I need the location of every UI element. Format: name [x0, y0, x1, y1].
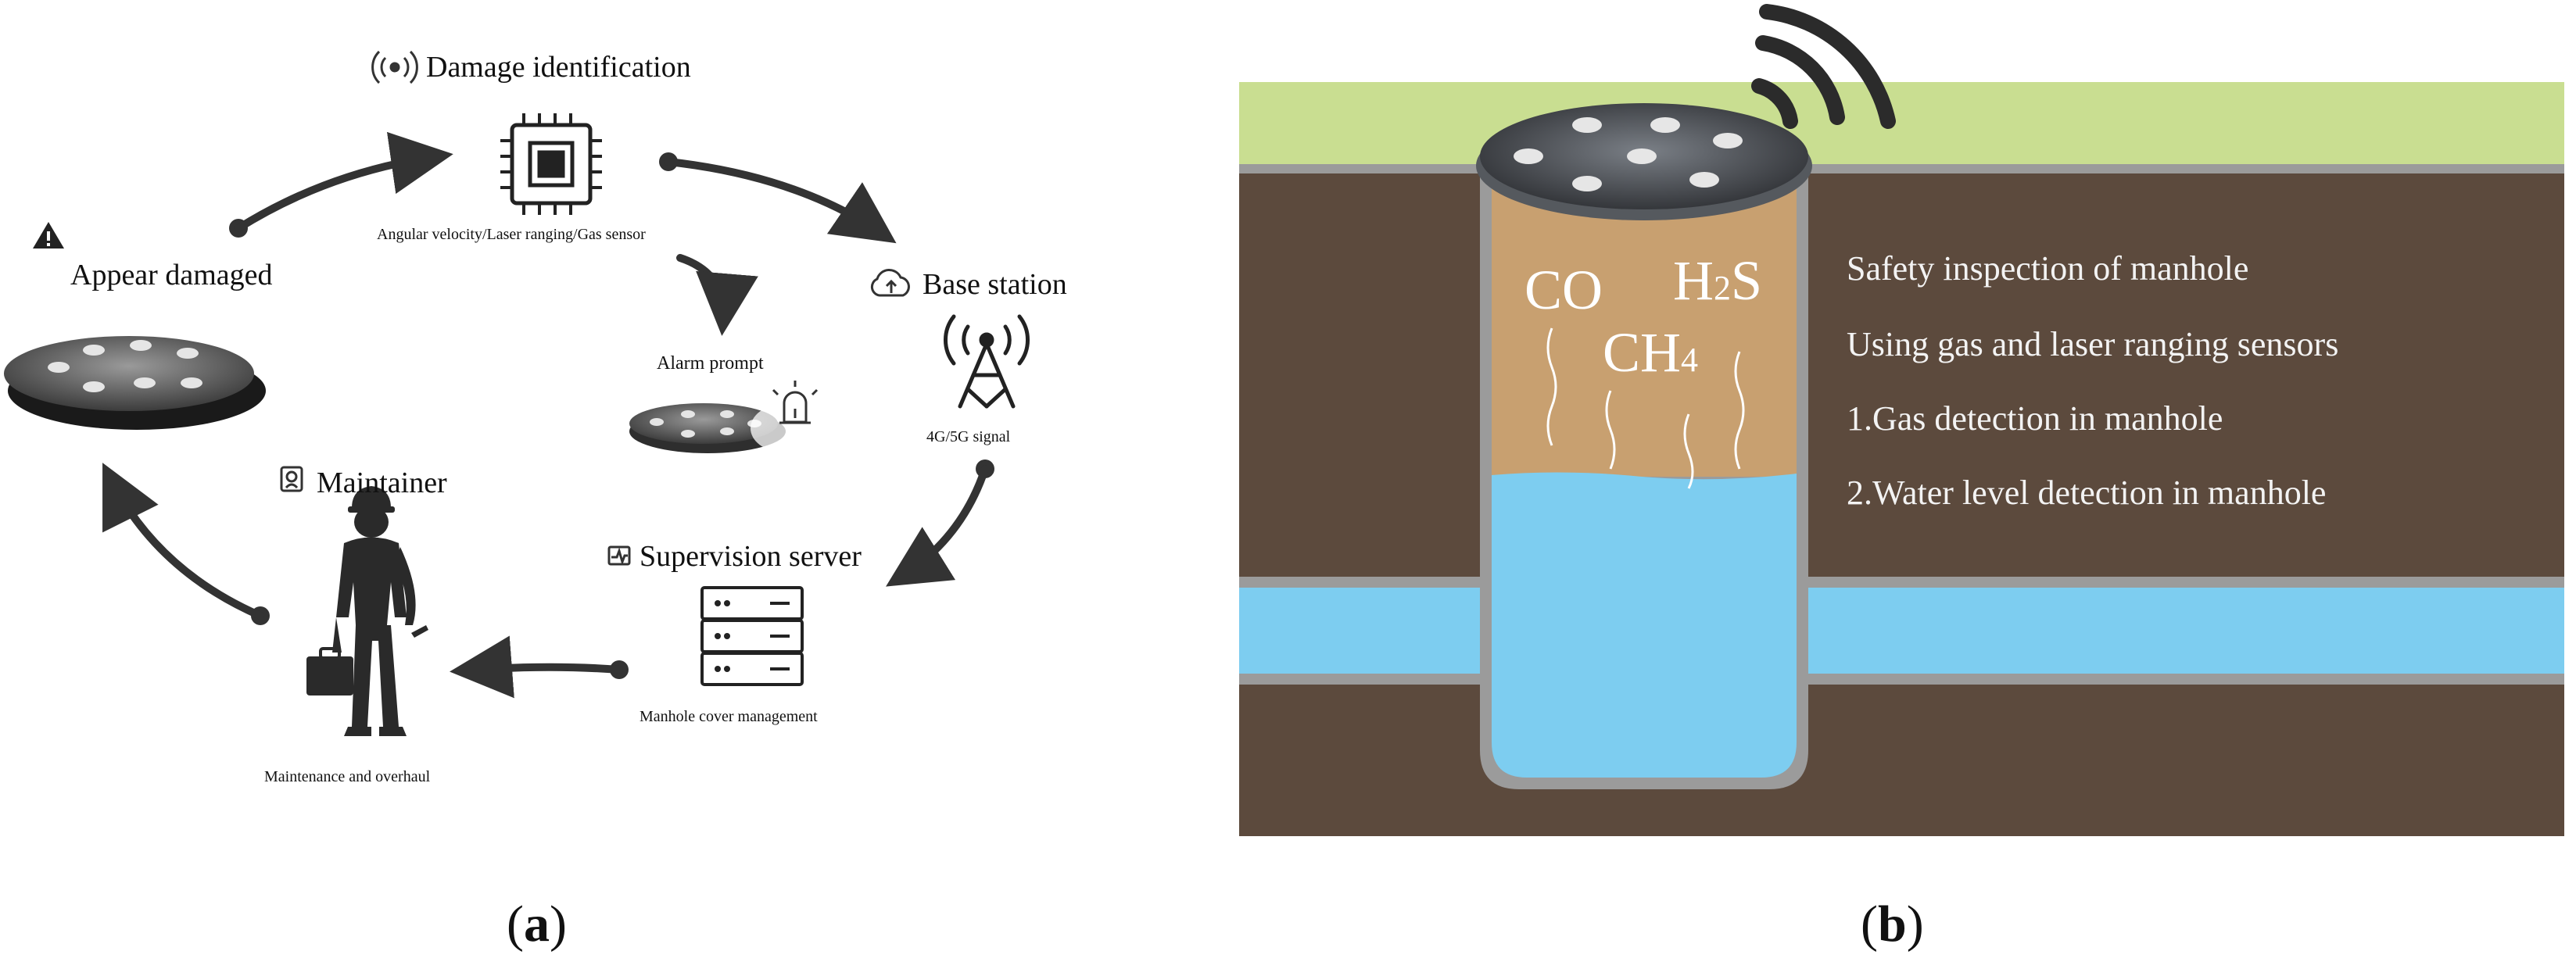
maintenance-label: Maintenance and overhaul: [264, 768, 431, 785]
chip-icon: [500, 113, 602, 215]
ground-scene: [1239, 82, 2564, 836]
alarm-prompt-label: Alarm prompt: [657, 353, 764, 374]
sensor-note-label: Angular velocity/Laser ranging/Gas senso…: [377, 226, 646, 243]
appear-damaged-label: Appear damaged: [70, 259, 273, 291]
signal-label: 4G/5G signal: [926, 428, 1011, 445]
alarm-cover-icon: [629, 403, 813, 453]
caption-b: (b): [1861, 896, 1924, 953]
info-line-3: 1.Gas detection in manhole: [1847, 399, 2223, 438]
cloud-upload-icon: [870, 269, 910, 297]
cover-management-label: Manhole cover management: [640, 708, 818, 725]
maintainer-figure: [306, 486, 428, 736]
monitor-pulse-icon: [607, 545, 631, 566]
caption-a: (a): [507, 896, 567, 953]
gas-ch4-label: CH4: [1603, 321, 1699, 384]
alarm-light-icon: [772, 381, 819, 424]
flow-arrows: [102, 131, 994, 699]
warning-icon: [33, 222, 64, 249]
damage-identification-label: Damage identification: [426, 51, 691, 84]
manhole-lid: [1476, 103, 1812, 220]
info-line-4: 2.Water level detection in manhole: [1847, 474, 2327, 512]
server-icon: [700, 586, 804, 686]
supervision-server-label: Supervision server: [640, 540, 862, 573]
maintainer-label: Maintainer: [317, 467, 447, 499]
info-line-2: Using gas and laser ranging sensors: [1847, 325, 2339, 363]
broadcast-icon: [371, 50, 418, 84]
gas-co-label: CO: [1524, 259, 1603, 321]
gas-vapor-lines: [1546, 327, 1745, 489]
damaged-cover-icon: [4, 336, 266, 430]
user-id-icon: [280, 466, 303, 492]
base-station-label: Base station: [923, 268, 1067, 301]
info-line-1: Safety inspection of manhole: [1847, 249, 2249, 288]
antenna-tower-icon: [943, 314, 1030, 409]
wireless-signal-icon: [1751, 4, 1896, 129]
gas-h2s-label: H2S: [1673, 249, 1763, 312]
